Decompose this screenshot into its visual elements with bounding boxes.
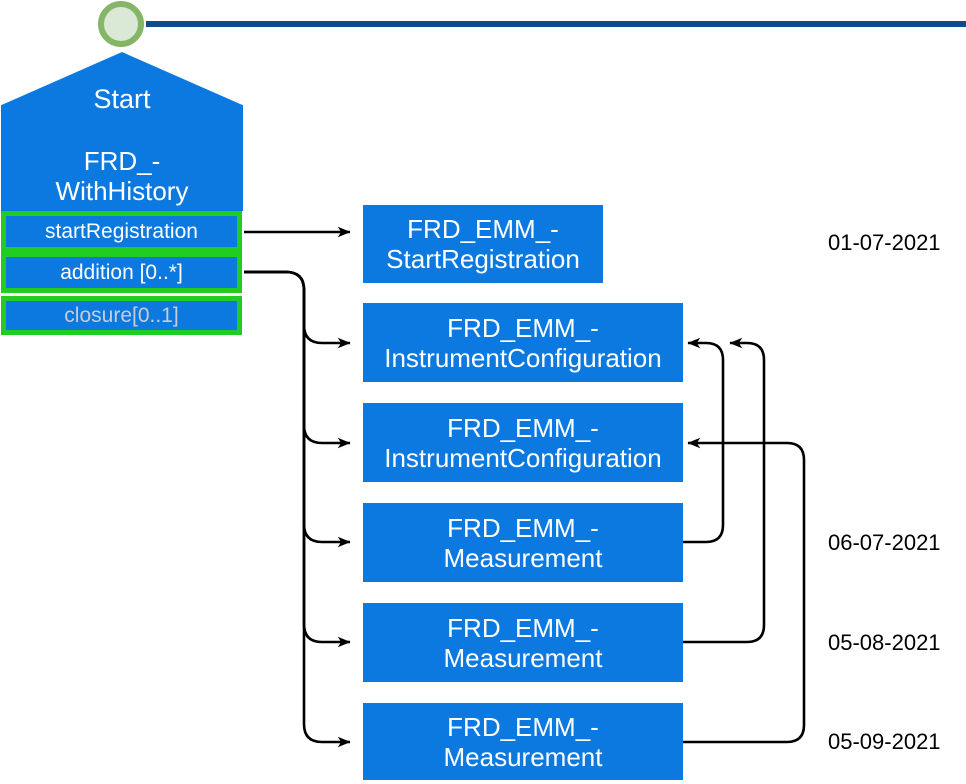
row-start-registration-label: startRegistration bbox=[45, 219, 198, 243]
start-node-type: FRD_- WithHistory bbox=[1, 146, 243, 206]
event-box-line: Measurement bbox=[443, 642, 603, 673]
initial-state-circle-icon bbox=[98, 1, 144, 47]
event-box-line: InstrumentConfiguration bbox=[384, 342, 662, 373]
event-box-line: StartRegistration bbox=[386, 244, 580, 274]
event-box-measurement-1: FRD_EMM_- Measurement bbox=[363, 503, 683, 582]
arrow-addition-ic1 bbox=[244, 270, 351, 349]
start-node-type-line1: FRD_- bbox=[83, 146, 161, 176]
start-node-title: Start bbox=[93, 84, 151, 114]
event-box-measurement-2: FRD_EMM_- Measurement bbox=[363, 603, 683, 682]
arrow-addition-m1 bbox=[244, 270, 351, 548]
arrow-m3-to-ic2 bbox=[683, 437, 806, 744]
event-box-line: Measurement bbox=[443, 542, 603, 573]
event-box-line: FRD_EMM_- bbox=[447, 711, 599, 742]
arrow-addition-ic2 bbox=[244, 270, 351, 449]
row-closure-label: closure[0..1] bbox=[64, 303, 179, 327]
event-box-line: FRD_EMM_- bbox=[447, 612, 599, 643]
row-addition-label: addition [0..*] bbox=[60, 260, 183, 284]
row-addition: addition [0..*] bbox=[1, 252, 242, 293]
arrow-addition-m3 bbox=[244, 270, 351, 748]
start-node-type-line2: WithHistory bbox=[55, 176, 189, 206]
timeline-bar bbox=[146, 21, 966, 27]
arrow-addition-m2 bbox=[244, 270, 351, 648]
arrow-m2-to-ic1 bbox=[683, 337, 766, 644]
date-label-1: 01-07-2021 bbox=[828, 230, 941, 255]
row-start-registration: startRegistration bbox=[1, 211, 242, 252]
event-box-line: Measurement bbox=[443, 741, 603, 772]
event-box-line: InstrumentConfiguration bbox=[384, 442, 662, 473]
event-box-instrument-configuration-1: FRD_EMM_- InstrumentConfiguration bbox=[363, 303, 683, 382]
date-label-3: 05-08-2021 bbox=[828, 630, 941, 655]
arrow-m1-to-ic1 bbox=[683, 337, 725, 544]
event-box-line: FRD_EMM_- bbox=[447, 512, 599, 543]
event-box-instrument-configuration-2: FRD_EMM_- InstrumentConfiguration bbox=[363, 403, 683, 482]
row-closure: closure[0..1] bbox=[1, 296, 242, 335]
date-label-2: 06-07-2021 bbox=[828, 530, 941, 555]
start-node: Start FRD_- WithHistory bbox=[1, 52, 243, 211]
date-label-4: 05-09-2021 bbox=[828, 729, 941, 754]
event-box-line: FRD_EMM_- bbox=[407, 214, 559, 244]
event-box-line: FRD_EMM_- bbox=[447, 312, 599, 343]
event-box-line: FRD_EMM_- bbox=[447, 412, 599, 443]
event-box-measurement-3: FRD_EMM_- Measurement bbox=[363, 703, 683, 780]
event-box-start-registration: FRD_EMM_- StartRegistration bbox=[363, 205, 603, 283]
